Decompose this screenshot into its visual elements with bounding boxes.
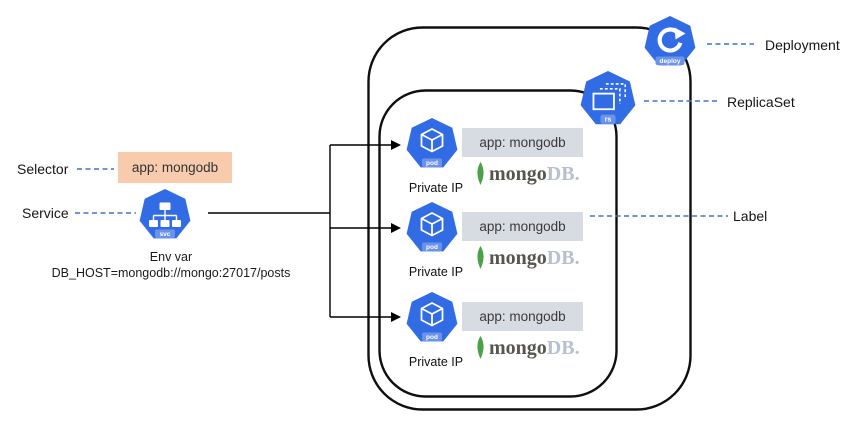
pod-icon: pod bbox=[406, 118, 458, 168]
private-ip-label: Private IP bbox=[408, 355, 464, 369]
mongodb-logo: mongoDB. bbox=[474, 336, 580, 360]
env-var-title: Env var bbox=[149, 250, 193, 264]
replicaset-icon: rs bbox=[580, 71, 636, 125]
mongodb-logo: mongoDB. bbox=[474, 246, 580, 270]
arrowheads bbox=[391, 140, 401, 322]
mongodb-leaf-icon bbox=[477, 246, 484, 269]
label-annotation: Label bbox=[733, 208, 768, 224]
pod-icon-label: pod bbox=[426, 160, 438, 167]
pod-app-label-text: app: mongodb bbox=[479, 135, 566, 150]
pod-row: pod Private IP app: mongodb mongoDB. bbox=[402, 202, 602, 284]
mongodb-leaf-icon bbox=[477, 162, 484, 185]
selector-label: Selector bbox=[17, 161, 69, 177]
pod-icon-label: pod bbox=[426, 334, 438, 341]
deployment-icon-label: deploy bbox=[660, 58, 681, 65]
mongodb-leaf-icon bbox=[477, 336, 484, 359]
mongodb-wordmark: mongoDB. bbox=[489, 337, 580, 359]
pod-icon: pod bbox=[406, 292, 458, 342]
private-ip-label: Private IP bbox=[408, 181, 464, 195]
pod-app-label-box: app: mongodb bbox=[462, 128, 583, 157]
pod-app-label-text: app: mongodb bbox=[479, 309, 566, 324]
replicaset-label: ReplicaSet bbox=[727, 94, 795, 110]
replicaset-boundary bbox=[378, 89, 618, 398]
mongodb-wordmark: mongoDB. bbox=[489, 247, 580, 269]
deployment-icon: deploy bbox=[644, 16, 696, 66]
deployment-boundary bbox=[367, 26, 692, 411]
private-ip-label: Private IP bbox=[408, 265, 464, 279]
pod-row: pod Private IP app: mongodb mongoDB. bbox=[402, 118, 602, 200]
service-icon-label: svc bbox=[160, 231, 171, 238]
pod-row: pod Private IP app: mongodb mongoDB. bbox=[402, 292, 602, 374]
service-to-pods-connectors bbox=[208, 144, 392, 318]
pod-app-label-box: app: mongodb bbox=[462, 212, 583, 241]
pod-app-label-text: app: mongodb bbox=[479, 219, 566, 234]
pod-icon: pod bbox=[406, 202, 458, 252]
pod-app-label-box: app: mongodb bbox=[462, 302, 583, 331]
replicaset-icon-label: rs bbox=[605, 117, 612, 124]
selector-value-box: app: mongodb bbox=[118, 152, 232, 183]
mongodb-wordmark: mongoDB. bbox=[489, 163, 580, 185]
env-var-value: DB_HOST=mongodb://mongo:27017/posts bbox=[51, 266, 291, 280]
selector-value-text: app: mongodb bbox=[131, 160, 219, 175]
service-label: Service bbox=[22, 205, 69, 221]
annotation-dashed-lines bbox=[75, 43, 754, 217]
service-icon: svc bbox=[139, 189, 191, 239]
mongodb-logo: mongoDB. bbox=[474, 162, 580, 186]
deployment-label: Deployment bbox=[765, 37, 840, 53]
pod-icon-label: pod bbox=[426, 244, 438, 251]
env-var-block: Env var DB_HOST=mongodb://mongo:27017/po… bbox=[40, 249, 302, 281]
